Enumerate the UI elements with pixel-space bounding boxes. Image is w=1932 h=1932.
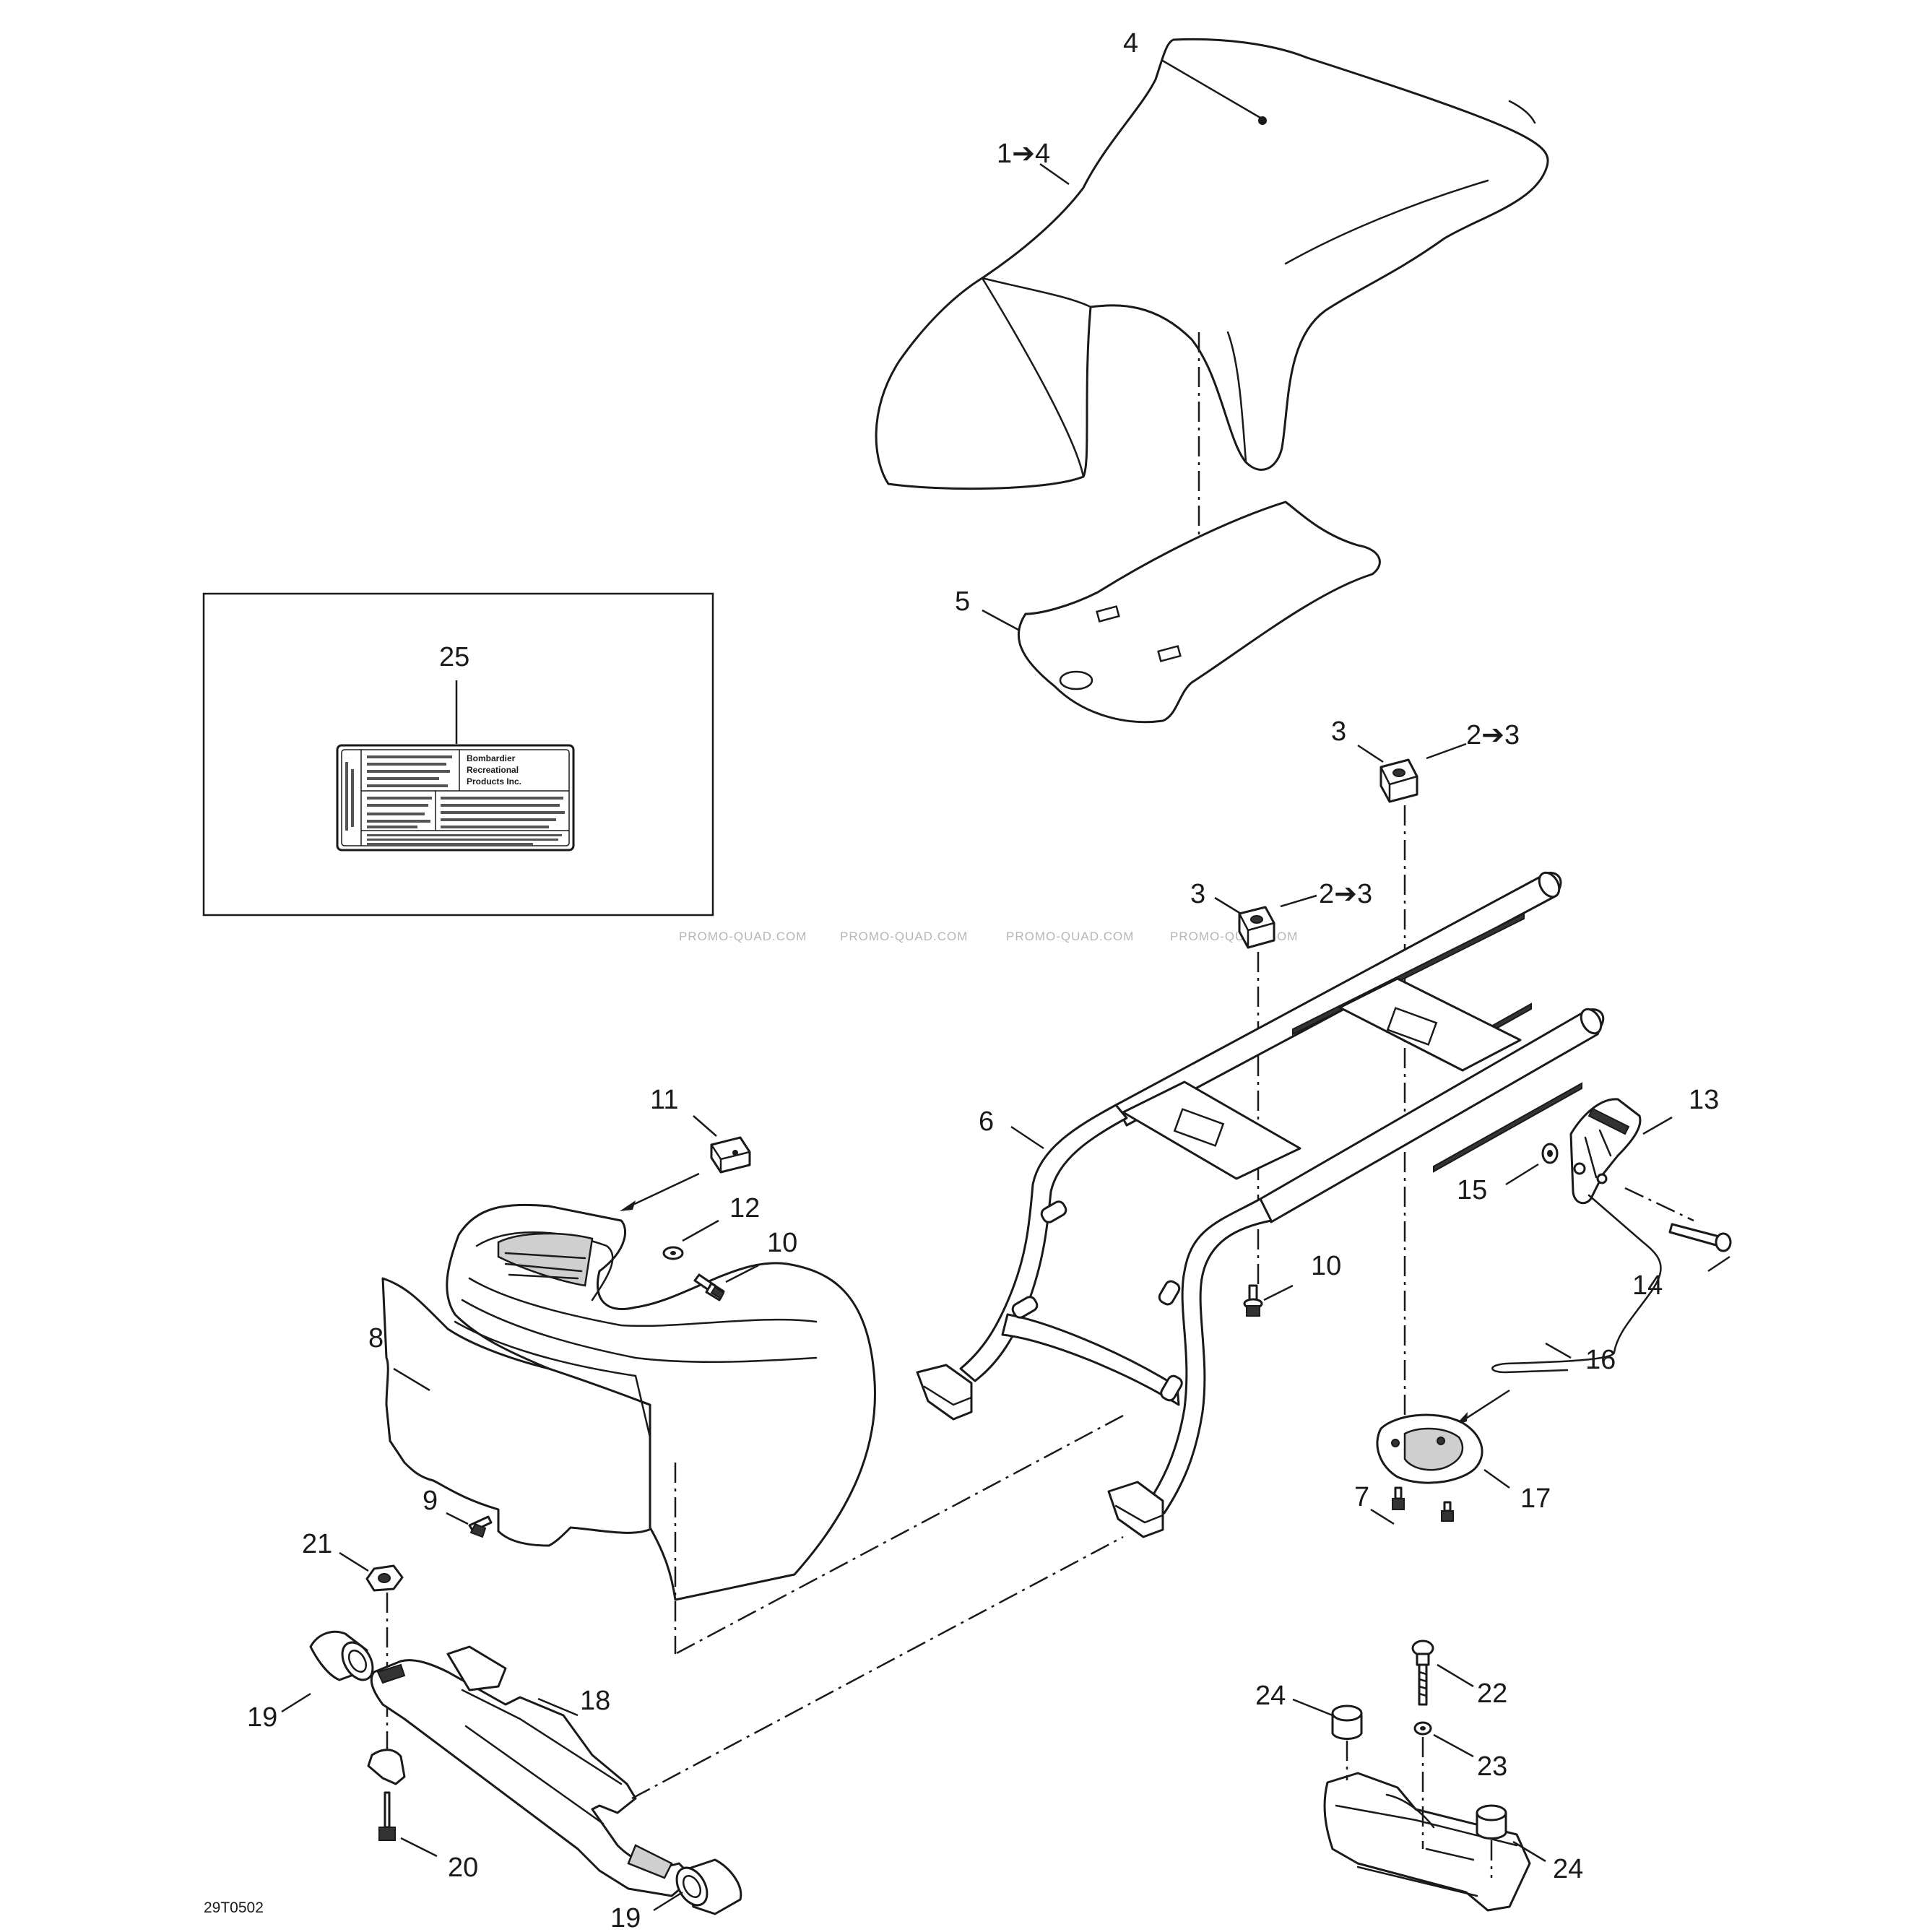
callout-9: 9	[423, 1486, 438, 1516]
clip-nut-upper[interactable]	[1379, 758, 1418, 803]
latch-base-screw-right[interactable]	[1441, 1501, 1454, 1522]
callout-17: 17	[1520, 1483, 1551, 1514]
flange-nut[interactable]	[365, 1564, 404, 1592]
callout-4: 4	[1123, 28, 1138, 59]
watermark-2: PROMO-QUAD.COM	[840, 930, 968, 943]
crossmember-screw[interactable]	[378, 1791, 396, 1841]
callout-6: 6	[979, 1106, 994, 1137]
alignment-line-frame-foot	[675, 1414, 1124, 1655]
callout-leaders	[281, 59, 1730, 1912]
callout-24-left: 24	[1255, 1681, 1286, 1711]
seat-cover[interactable]	[875, 38, 1549, 490]
seat-latch-bracket[interactable]	[1569, 1098, 1642, 1205]
callout-10-fender: 10	[767, 1228, 797, 1258]
callout-5: 5	[955, 586, 970, 617]
watermark-1: PROMO-QUAD.COM	[679, 930, 807, 943]
flat-washer[interactable]	[662, 1246, 684, 1260]
callout-numbers: 4 1➔4 5 25 3 2➔3 3 2➔3 11 12 10 6 13 15 …	[247, 28, 1719, 1932]
callout-25: 25	[439, 642, 469, 672]
rubber-bumper-mount[interactable]	[1323, 1772, 1531, 1912]
seat-liner-pad[interactable]	[1017, 501, 1381, 724]
latch-pin[interactable]	[1668, 1223, 1732, 1252]
clip-nut-lower[interactable]	[1238, 906, 1275, 949]
callout-13: 13	[1689, 1085, 1719, 1115]
bushing-left[interactable]	[309, 1630, 379, 1685]
front-crossmember[interactable]	[367, 1645, 695, 1897]
seat-reference-dot	[1258, 116, 1267, 125]
drawing-code: 29T0502	[204, 1899, 264, 1916]
label-brand-line-2: Recreational	[467, 765, 519, 775]
emission-information-label[interactable]: Bombardier Recreational Products Inc.	[336, 744, 575, 852]
callout-20: 20	[448, 1853, 478, 1883]
watermark-row: PROMO-QUAD.COM PROMO-QUAD.COM PROMO-QUAD…	[679, 930, 1298, 943]
callout-18: 18	[580, 1686, 610, 1716]
callout-2-3-upper: 2➔3	[1466, 720, 1520, 750]
callout-8: 8	[368, 1323, 384, 1353]
callout-11: 11	[650, 1085, 678, 1115]
callout-3-upper: 3	[1331, 716, 1346, 747]
speed-nut-clip[interactable]	[710, 1136, 751, 1174]
seat-frame[interactable]	[916, 869, 1605, 1538]
rubber-bumper-left[interactable]	[1331, 1704, 1363, 1740]
callout-23: 23	[1477, 1751, 1507, 1782]
label-fine-print	[345, 755, 565, 845]
watermark-4: PROMO-QUAD.COM	[1170, 930, 1298, 943]
hex-flange-screw-upper[interactable]	[693, 1273, 725, 1301]
bumper-washer[interactable]	[1413, 1721, 1432, 1736]
callout-24-right: 24	[1553, 1854, 1583, 1884]
label-brand-line-3: Products Inc.	[467, 776, 521, 787]
bushing-right[interactable]	[670, 1858, 742, 1915]
callout-19-right: 19	[610, 1903, 641, 1932]
bumper-bolt[interactable]	[1411, 1639, 1434, 1706]
rubber-bumper-right[interactable]	[1476, 1804, 1507, 1840]
latch-washer[interactable]	[1541, 1143, 1559, 1164]
label-brand-line-1: Bombardier	[467, 753, 516, 763]
callout-1-4: 1➔4	[997, 139, 1050, 169]
latch-striker-base[interactable]	[1376, 1413, 1483, 1484]
callout-19-left: 19	[247, 1702, 277, 1733]
callout-12: 12	[729, 1193, 760, 1223]
callout-7: 7	[1354, 1482, 1369, 1512]
callout-3-lower: 3	[1190, 879, 1205, 909]
fender-screw[interactable]	[468, 1515, 493, 1538]
callout-22: 22	[1477, 1678, 1507, 1709]
callout-16: 16	[1585, 1345, 1616, 1375]
alignment-line-crossmember	[631, 1535, 1124, 1800]
callout-14: 14	[1632, 1270, 1663, 1301]
latch-cable-rod[interactable]	[1491, 1194, 1662, 1374]
rear-body-panel[interactable]	[381, 1203, 876, 1601]
watermark-3: PROMO-QUAD.COM	[1006, 930, 1134, 943]
callout-2-3-lower: 2➔3	[1319, 879, 1372, 909]
hex-flange-screw-frame[interactable]	[1243, 1284, 1263, 1317]
callout-15: 15	[1457, 1175, 1487, 1205]
callout-21: 21	[302, 1529, 332, 1559]
latch-base-screw-left[interactable]	[1392, 1486, 1405, 1510]
latch-pin-axis	[1624, 1187, 1694, 1222]
callout-10-frame: 10	[1311, 1251, 1341, 1281]
